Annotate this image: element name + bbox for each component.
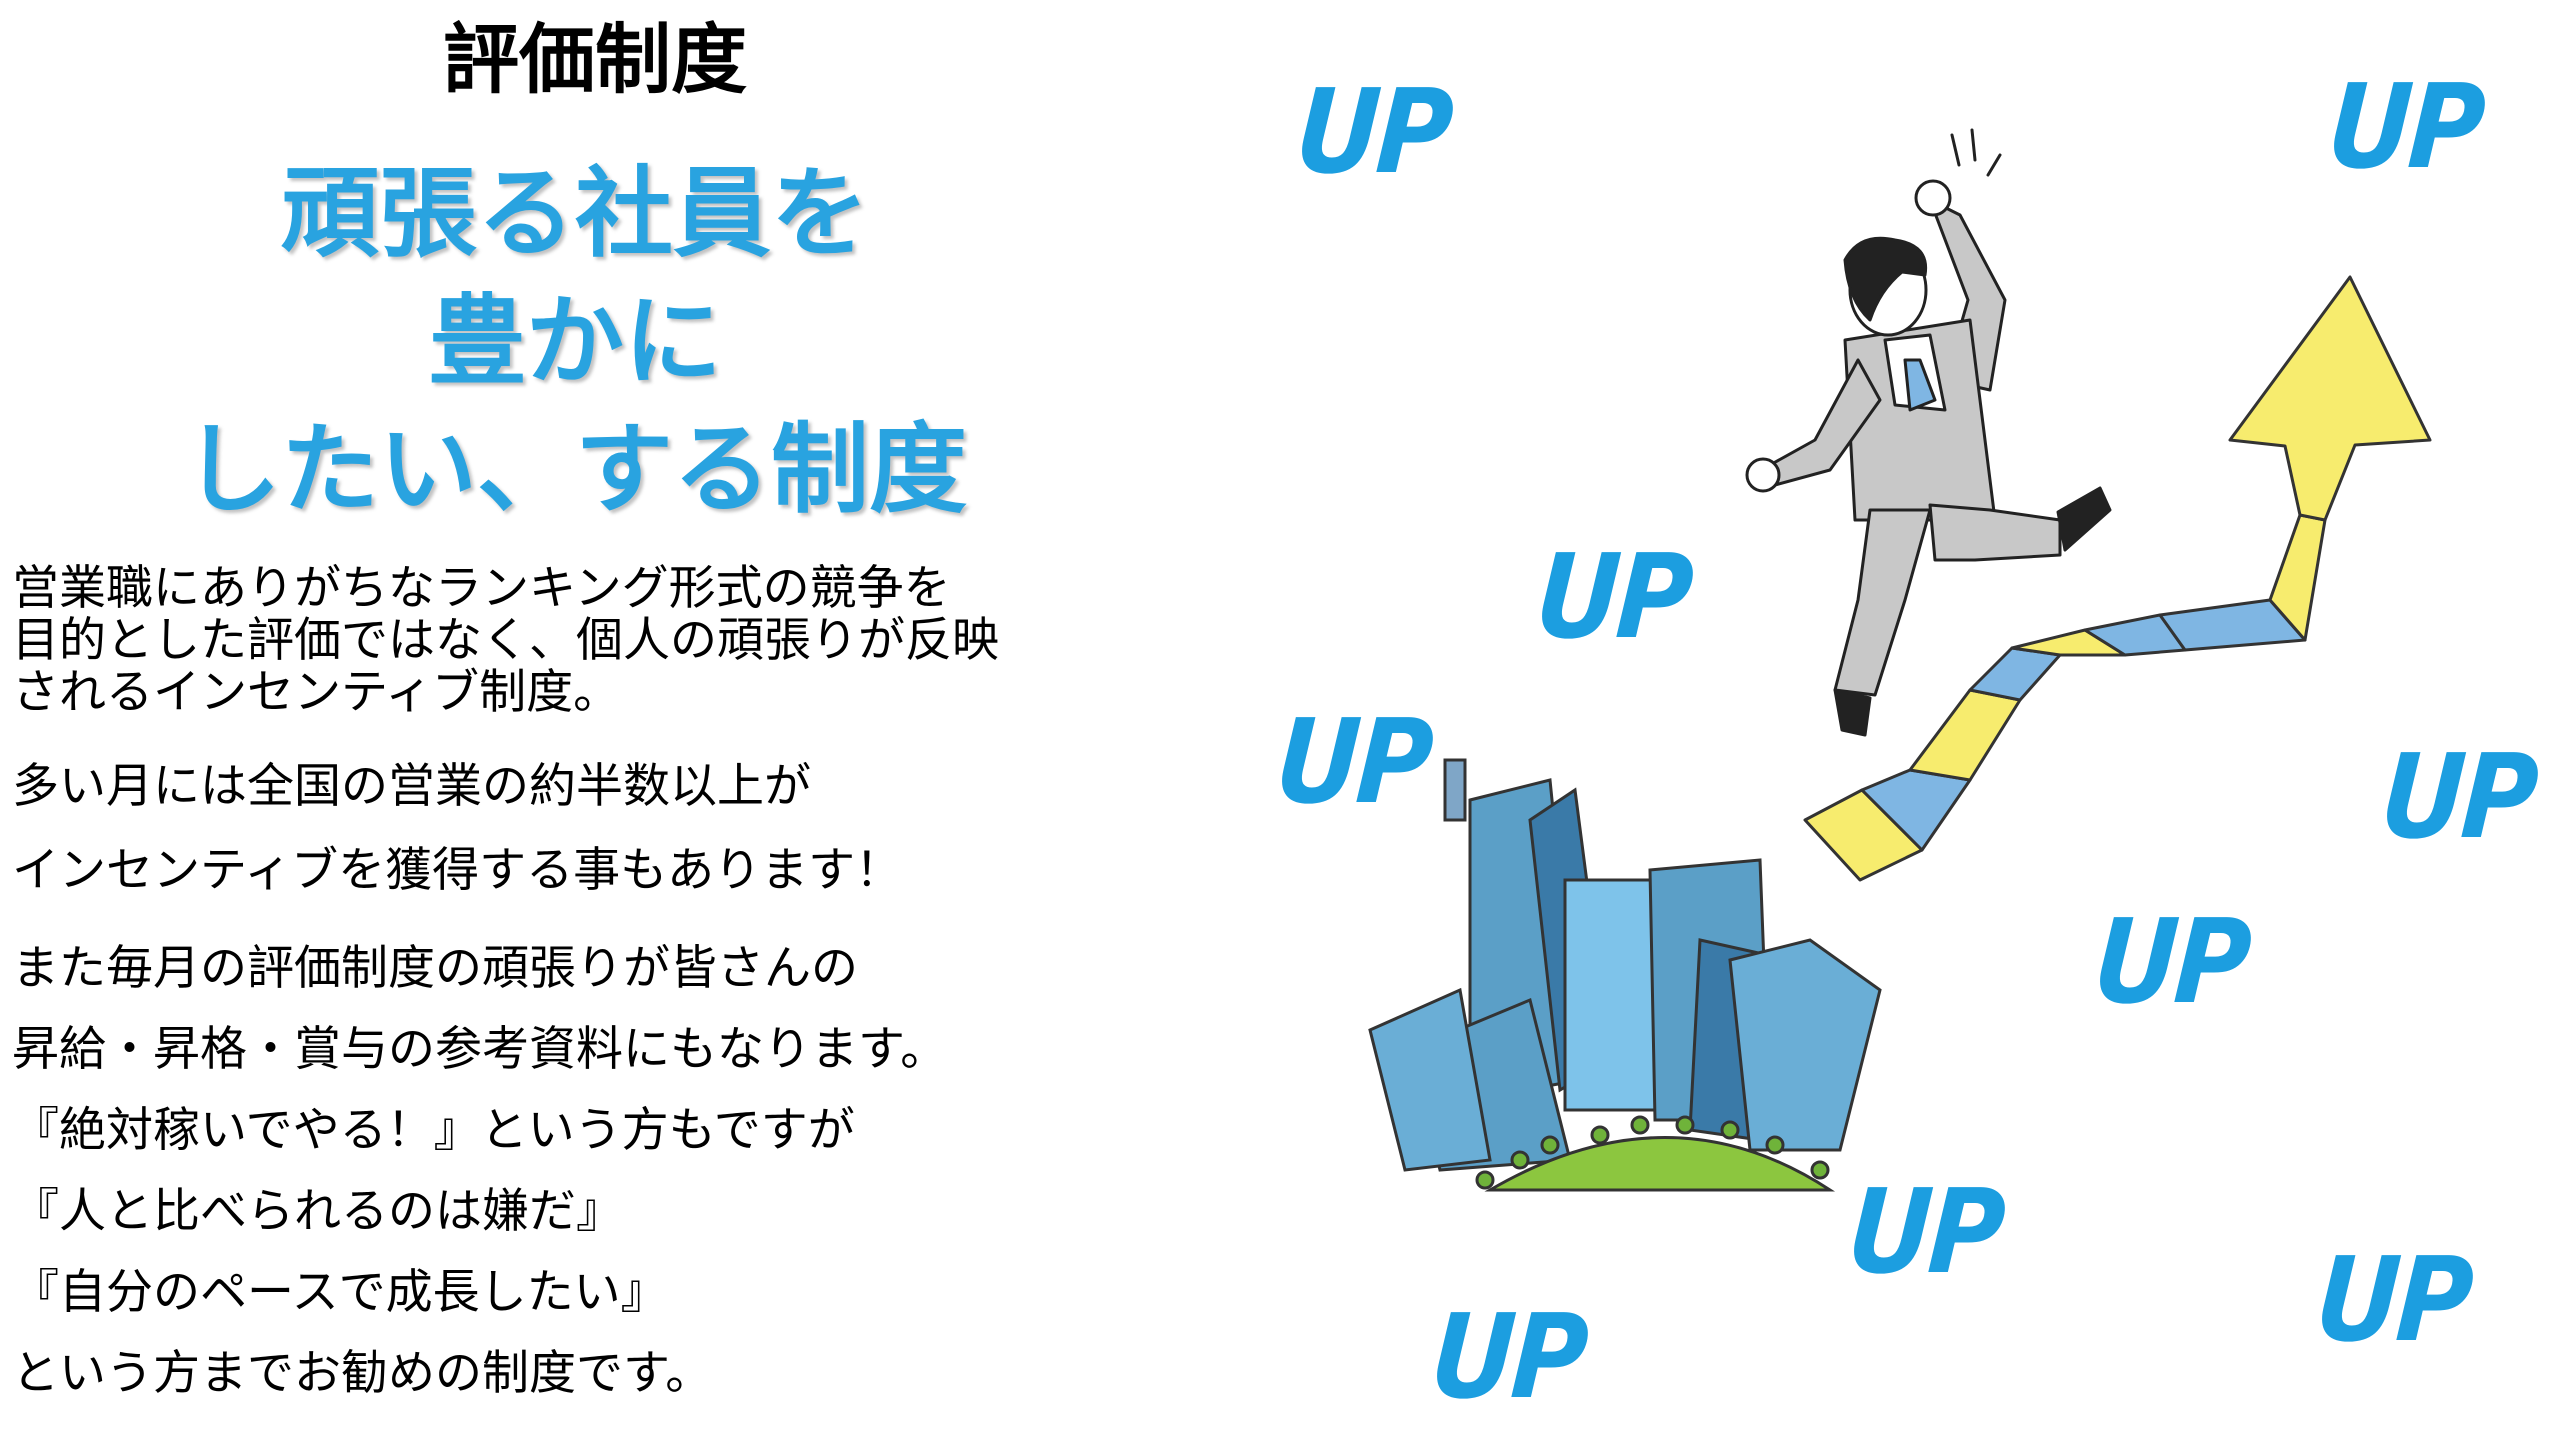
illustration-canvas — [1368, 128, 2432, 1192]
paragraph-line: 『人と比べられるのは嫌だ』 — [12, 1184, 623, 1239]
headline-line: 豊かに — [427, 284, 722, 399]
recommendation-paragraph: また毎月の評価制度の頑張りが皆さんの 昇給・昇格・賞与の参考資料にもなります。 … — [12, 928, 1142, 1414]
incentive-paragraph: 多い月には全国の営業の約半数以上が インセンティブを獲得する事もあります！ — [12, 745, 1142, 913]
headline: 頑張る社員を 豊かに したい、する制度 — [0, 150, 1150, 534]
paragraph-line: 営業職にありがちなランキング形式の競争を — [12, 561, 951, 616]
businessman-icon — [1745, 128, 2112, 737]
page-title: 評価制度 — [443, 15, 747, 104]
description-paragraph: 営業職にありがちなランキング形式の競争を 目的とした評価ではなく、個人の頑張りが… — [12, 563, 1142, 719]
paragraph-line: という方までお勧めの制度です。 — [12, 1346, 713, 1401]
paragraph-line: また毎月の評価制度の頑張りが皆さんの — [12, 941, 858, 996]
paragraph-line: 『絶対稼いでやる！』という方もですが — [12, 1103, 855, 1158]
growth-illustration: UP UP UP UP UP UP UP UP UP — [1230, 0, 2560, 1440]
paragraph-line: 『自分のペースで成長したい』 — [12, 1265, 668, 1320]
headline-line: 頑張る社員を — [280, 156, 869, 271]
growth-arrow-icon — [1803, 275, 2432, 882]
city-buildings-icon — [1368, 758, 1882, 1172]
paragraph-line: 昇給・昇格・賞与の参考資料にもなります。 — [12, 1022, 948, 1077]
paragraph-line: 目的とした評価ではなく、個人の頑張りが反映 — [12, 613, 999, 668]
paragraph-line: 多い月には全国の営業の約半数以上が — [12, 759, 811, 814]
paragraph-line: されるインセンティブ制度。 — [12, 665, 621, 720]
ground-icon — [1475, 1115, 1836, 1192]
paragraph-line: インセンティブを獲得する事もあります！ — [12, 843, 903, 898]
headline-line: したい、する制度 — [182, 412, 967, 527]
